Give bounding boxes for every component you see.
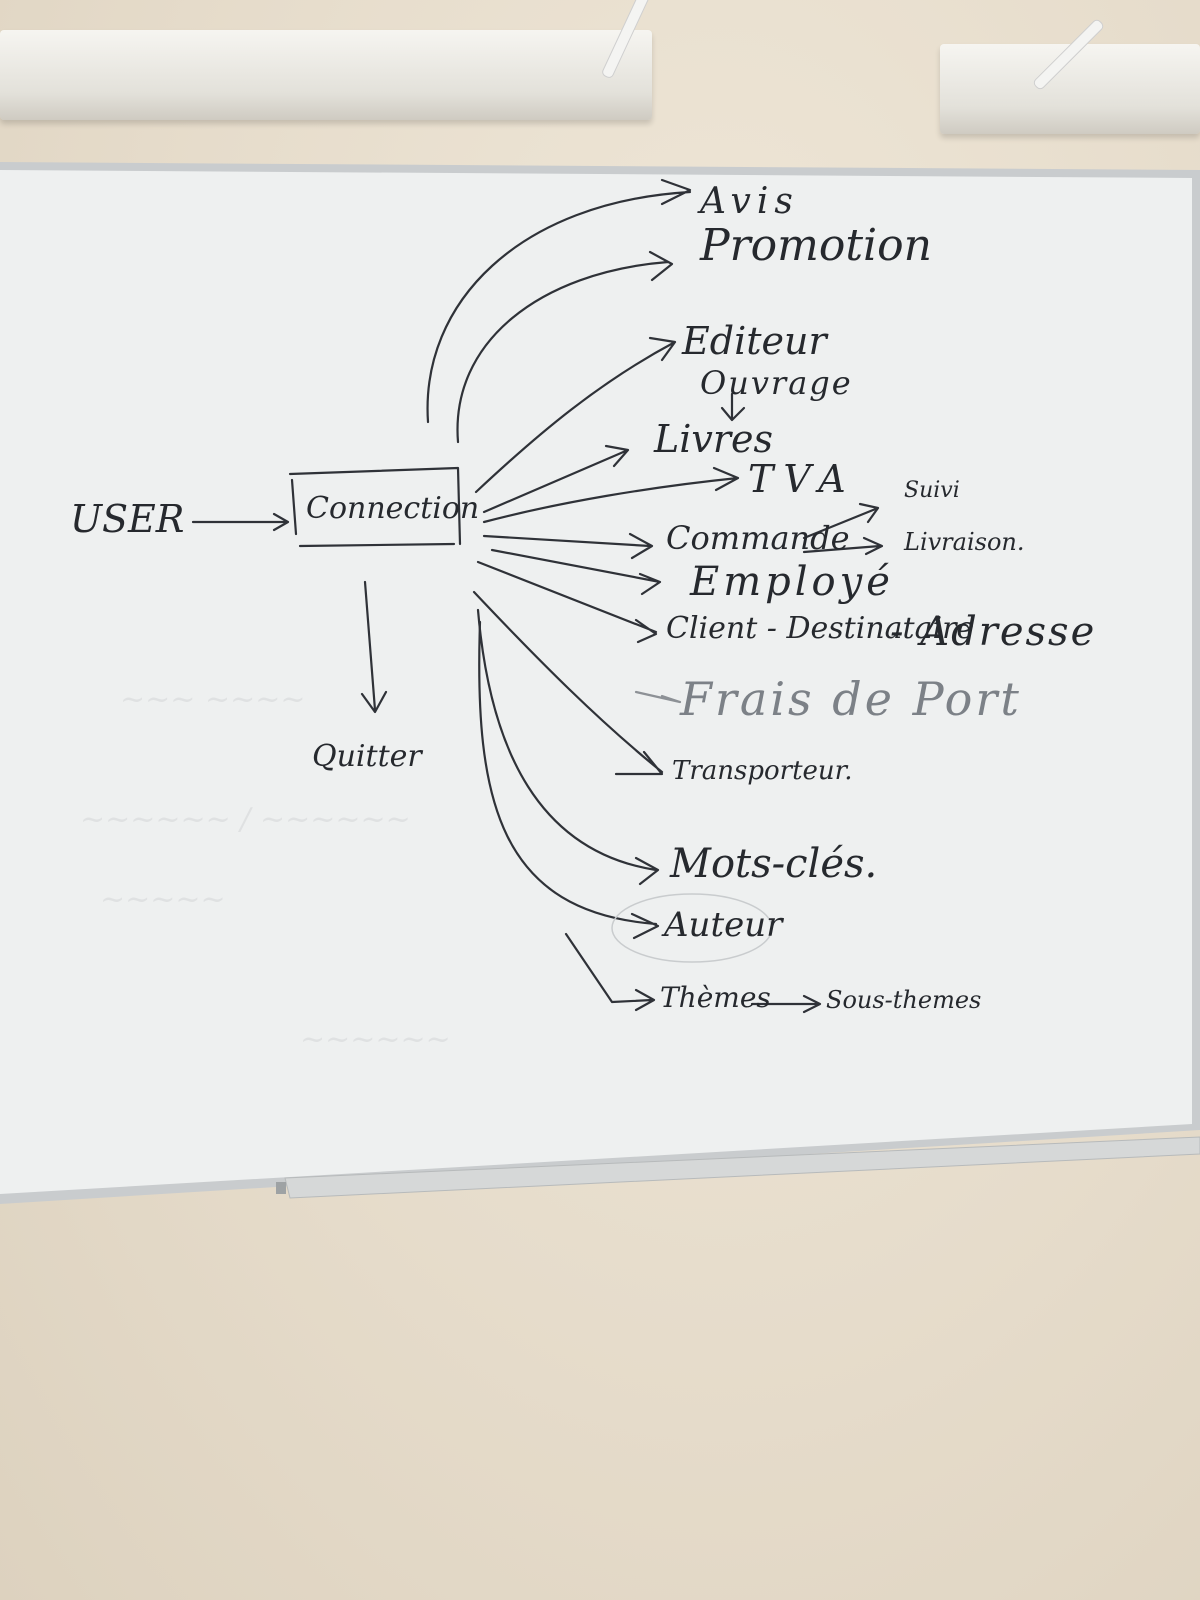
arrow-connection-quitter (360, 580, 388, 714)
whiteboard-drawing (0, 162, 1200, 1204)
label-livres: Livres (654, 417, 774, 461)
label-quitter: Quitter (312, 739, 422, 774)
label-livraison: Livraison. (904, 528, 1025, 556)
label-commande: Commande (666, 519, 850, 557)
erased-writing: ~~~~~~ (300, 1022, 451, 1057)
arrow-to-promotion (456, 250, 674, 444)
arrow-to-transporteur (472, 590, 664, 776)
arrow-to-client (476, 560, 658, 644)
label-mots-cles: Mots-clés. (670, 841, 878, 887)
label-avis: Avis (700, 181, 799, 222)
label-frais-de-port: Frais de Port (680, 672, 1022, 726)
label-transporteur: Transporteur. (672, 756, 853, 786)
label-tva: TVA (748, 457, 856, 501)
marker-tray (284, 1136, 1200, 1199)
arrow-ouvrage-livres (720, 392, 746, 422)
arrow-to-commande (482, 532, 654, 560)
erased-writing: ~~~ ~~~~ (120, 682, 306, 717)
board-surface (0, 170, 1192, 1194)
wall-rail-left (0, 30, 652, 120)
arrow-to-tva (482, 466, 740, 524)
erased-writing: ~~~~~~ / ~~~~~~ (80, 802, 411, 837)
label-promotion: Promotion (700, 220, 932, 271)
arrow-to-avis (426, 178, 692, 424)
arrow-commande-livraison (802, 536, 884, 556)
arrow-to-themes (564, 932, 656, 1012)
label-auteur: Auteur (664, 905, 783, 945)
arrow-to-auteur (478, 620, 660, 940)
connection-box (288, 466, 462, 548)
arrow-to-livres (482, 444, 630, 514)
label-employe: Employé (690, 559, 894, 605)
label-client: Client - Destinataire (666, 611, 975, 646)
label-ouvrage: Ouvrage (700, 364, 853, 402)
label-suivi: Suivi (904, 478, 960, 503)
label-user: USER (70, 497, 185, 541)
label-sous-themes: Sous-themes (826, 986, 982, 1014)
arrow-commande-suivi (802, 502, 880, 540)
arrow-to-frais (634, 690, 682, 704)
auteur-circle (611, 893, 773, 963)
arrow-to-editeur (474, 336, 677, 494)
arrow-to-motscles (476, 608, 660, 886)
arrow-user-connection (191, 512, 290, 532)
label-editeur: Editeur (682, 319, 827, 363)
tray-screw (276, 1182, 286, 1194)
label-themes: Thèmes (660, 981, 771, 1014)
label-adresse: - Adresse (890, 609, 1097, 655)
whiteboard: ~~~ ~~~~ ~~~~~~ / ~~~~~~ ~~~~~ ~~~~~~ US… (0, 162, 1200, 1212)
label-connection: Connection (306, 491, 480, 526)
arrow-to-employe (490, 548, 662, 596)
arrow-themes-sousthemes (750, 994, 822, 1014)
erased-writing: ~~~~~ (100, 882, 226, 917)
